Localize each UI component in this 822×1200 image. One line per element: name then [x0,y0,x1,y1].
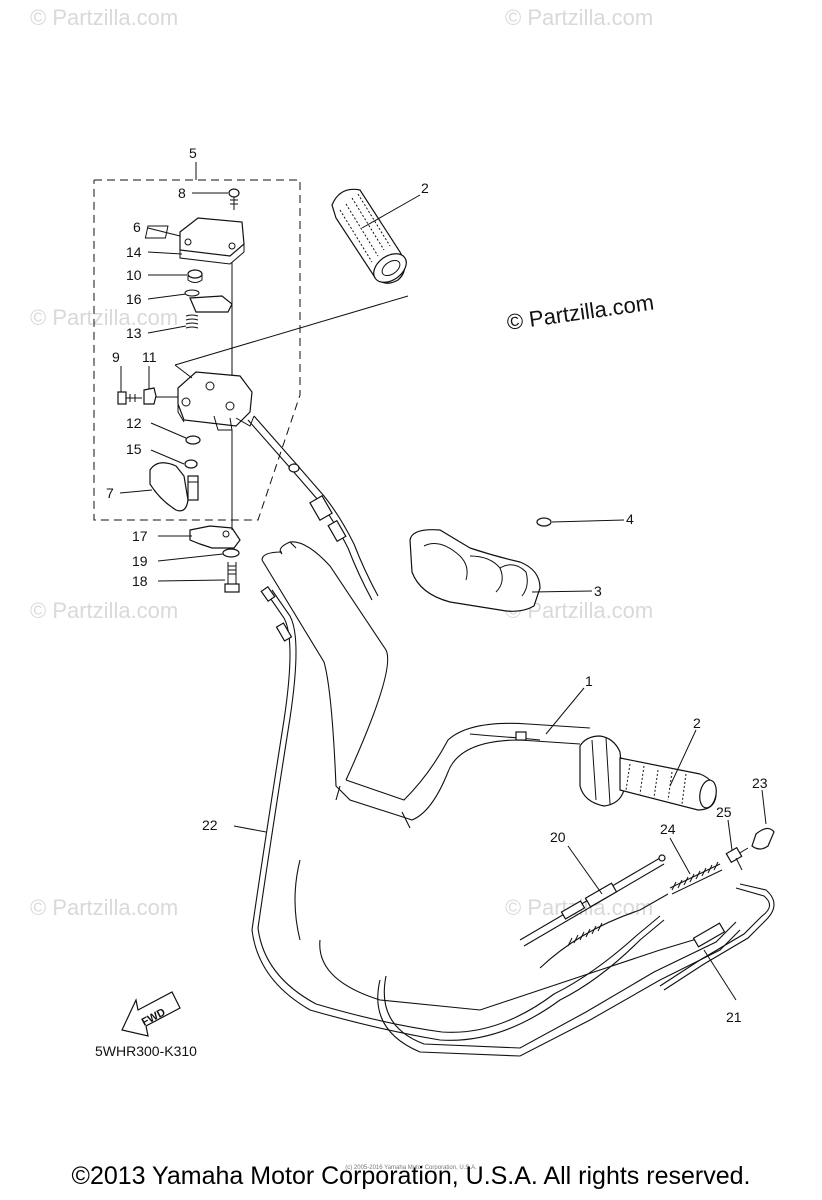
diagram-code: 5WHR300-K310 [95,1043,197,1059]
callout-7: 7 [106,485,114,501]
switch-housing-right [579,735,625,807]
leader-line [174,364,193,379]
callout-24: 24 [660,821,676,837]
spring-part-24 [539,861,723,969]
grip-part-2-right [619,757,717,811]
callout-8: 8 [178,185,186,201]
callout-15: 15 [126,441,142,457]
callout-22: 22 [202,817,218,833]
cable-end [515,731,527,741]
callout-25: 25 [716,804,732,820]
throttle-housing [177,371,255,431]
bolt-part-18 [224,562,240,593]
switch-cover-part-6 [144,217,245,265]
callout-23: 23 [752,775,768,791]
cable-part-22 [251,585,665,1041]
brand-watermark: © Partzilla.com [505,290,655,335]
watermark-text: © Partzilla.com [30,598,178,623]
throttle-cable [247,419,373,601]
screw-part-8 [228,188,240,210]
callout-6: 6 [133,219,141,235]
spring-part-13 [185,314,199,329]
plug-part-4 [536,517,552,527]
cable-part-24 [377,921,741,1057]
washer-part-15 [184,459,198,469]
washer-part-12 [185,435,201,445]
callout-10: 10 [126,267,142,283]
callout-18: 18 [132,573,148,589]
callout-21: 21 [726,1009,742,1025]
copyright-notice: ©2013 Yamaha Motor Corporation, U.S.A. A… [71,1162,751,1190]
callout-3: 3 [594,583,602,599]
washer-part-19 [222,548,240,558]
callouts: 5 8 6 14 10 16 13 9 11 12 15 7 17 19 18 … [106,145,768,1025]
callout-20: 20 [550,829,566,845]
fitting-part-25 [725,846,743,871]
grip-part-2-top [331,188,407,284]
watermark-text: © Partzilla.com [30,305,178,330]
nut-part-11 [143,387,180,405]
callout-2-right: 2 [693,715,701,731]
callout-14: 14 [126,244,142,260]
cable-part-21 [659,883,775,991]
callout-12: 12 [126,415,142,431]
callout-17: 17 [132,528,148,544]
callout-4: 4 [626,511,634,527]
watermark-text: © Partzilla.com [30,895,178,920]
handlebar-part-1 [261,541,591,829]
watermarks: © Partzilla.com © Partzilla.com © Partzi… [30,5,653,920]
leader-line [174,295,409,366]
watermark-text: © Partzilla.com [30,5,178,30]
cable-fitting-part-20 [519,854,666,947]
cable-part-20 [294,859,701,1011]
assembly-box [93,179,301,521]
screw-part-9 [117,391,142,405]
callout-16: 16 [126,291,142,307]
watermark-text: © Partzilla.com [505,5,653,30]
nut-part-10 [187,269,203,283]
fwd-arrow: FWD [121,991,181,1037]
callout-9: 9 [112,349,120,365]
thumb-lever-part-7 [149,462,199,512]
clamp-part-17 [189,525,241,549]
leader-lines [119,192,767,1001]
callout-1: 1 [585,673,593,689]
callout-11: 11 [142,349,157,365]
cover-part-3 [409,529,541,612]
callout-2-top: 2 [421,180,429,196]
callout-13: 13 [126,325,142,341]
callout-5: 5 [189,145,197,161]
washer-part-16 [184,289,233,313]
callout-19: 19 [132,553,148,569]
fine-print: (c) 2005-2016 Yamaha Motor Corporation, … [345,1165,477,1171]
adjuster-part-23 [737,827,775,855]
